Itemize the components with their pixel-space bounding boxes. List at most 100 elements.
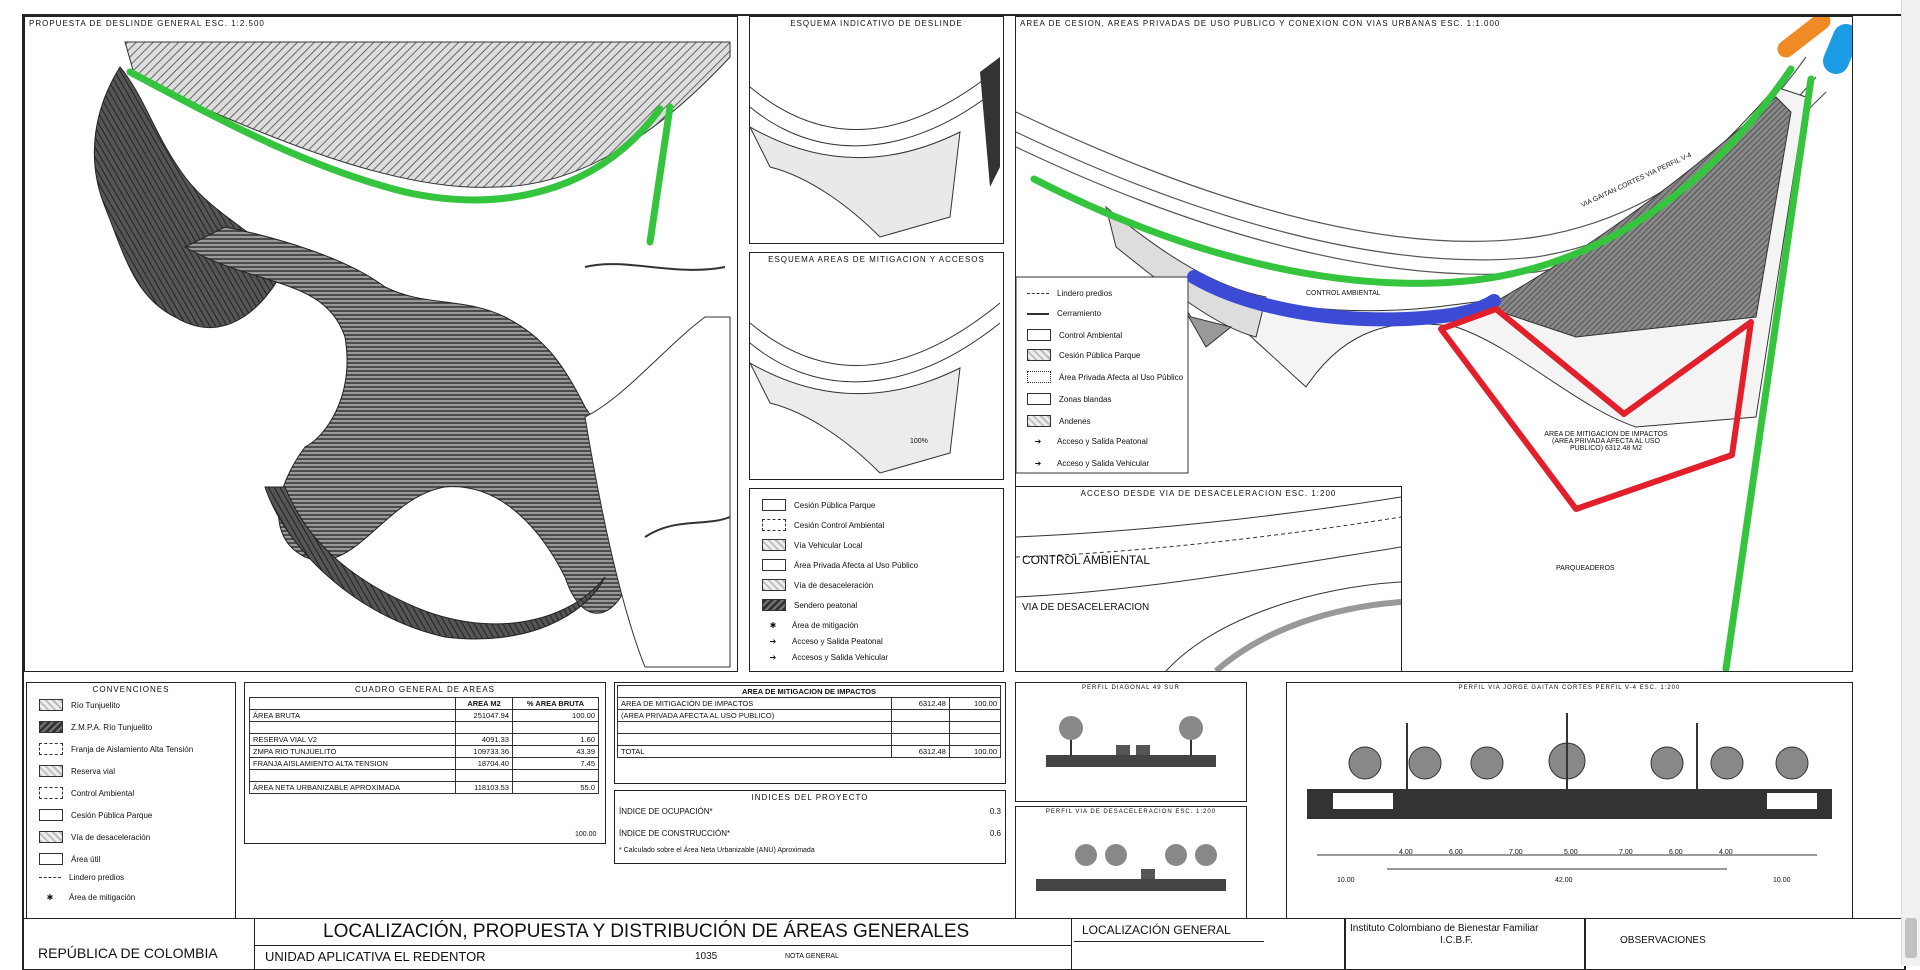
indice-construccion-value: 0.6: [989, 829, 1001, 838]
pct-label: 100%: [910, 438, 928, 445]
control-ambiental-label: CONTROL AMBIENTAL: [1306, 290, 1381, 297]
legend-item: Franja de Aislamiento Alta Tensión: [39, 743, 193, 755]
panel-title: PERFIL VIA JORGE GAITAN CORTES PERFIL V-…: [1458, 685, 1681, 691]
panel-title: INDICES DEL PROYECTO: [751, 793, 869, 802]
numero-label: 1035: [695, 951, 718, 962]
acceso-control-label: CONTROL AMBIENTAL: [1022, 553, 1151, 567]
vertical-scrollbar[interactable]: [1901, 0, 1920, 966]
legend-item: ➔Acceso y Salida Peatonal: [1027, 437, 1148, 446]
panel-legend-right: Lindero predios Cerramiento Control Ambi…: [1015, 284, 1187, 480]
arrow-icon: ➔: [769, 653, 777, 662]
legend-item: ✱Área de mitigación: [762, 621, 859, 630]
localizacion-label: LOCALIZACIÓN GENERAL: [1082, 923, 1231, 937]
orange-mark: [1777, 17, 1831, 58]
cuadro-total: 100.00: [575, 831, 597, 838]
general-map: [93, 41, 731, 668]
indice-ocupacion: ÍNDICE DE OCUPACIÓN*: [619, 807, 713, 816]
legend-item: Vía de desaceleración: [39, 831, 150, 843]
panel-perfil-diagonal: PERFIL DIAGONAL 49 SUR: [1015, 682, 1247, 802]
esquema-mitigacion-map: [750, 302, 1001, 474]
legend-item: ➔Accesos y Salida Vehicular: [762, 653, 888, 662]
legend-item: Z.M.P.A. Río Tunjuelito: [39, 721, 152, 733]
nota-label: NOTA GENERAL: [785, 953, 839, 960]
panel-indices: INDICES DEL PROYECTO ÍNDICE DE OCUPACIÓN…: [614, 790, 1006, 864]
title-block: REPÚBLICA DE COLOMBIA LOCALIZACIÓN, PROP…: [24, 918, 1904, 970]
panel-title: CONVENCIONES: [92, 685, 170, 694]
table-row: (AREA PRIVADA AFECTA AL USO PUBLICO): [617, 709, 1002, 722]
arrow-icon: ➔: [769, 637, 777, 646]
pais-label: REPÚBLICA DE COLOMBIA: [38, 945, 218, 961]
panel-legend-mid: Cesión Pública Parque Cesión Control Amb…: [749, 488, 1004, 672]
arrow-icon: ➔: [1034, 459, 1042, 468]
blue-mark: [1823, 24, 1852, 74]
panel-title: AREA DE CESION, AREAS PRIVADAS DE USO PU…: [1020, 19, 1501, 28]
legend-item: Área Privada Afecta al Uso Público: [1027, 371, 1183, 383]
arrow-icon: ➔: [1034, 437, 1042, 446]
panel-perfil-v4: PERFIL VIA JORGE GAITAN CORTES PERFIL V-…: [1286, 682, 1853, 924]
panel-convenciones: CONVENCIONES Río Tunjuelito Z.M.P.A. Río…: [26, 682, 236, 924]
blue-control-line: [1187, 270, 1501, 327]
panel-esquema-deslinde: ESQUEMA INDICATIVO DE DESLINDE: [749, 16, 1004, 244]
mitigacion-table: AREA DE MITIGACION DE IMPACTOS AREA DE M…: [617, 685, 1002, 758]
legend-item: Cesión Pública Parque: [39, 809, 152, 821]
perfil-desaceleracion-drawing: [1036, 844, 1226, 891]
panel-title: PROPUESTA DE DESLINDE GENERAL ESC. 1:2.5…: [29, 19, 265, 28]
panel-acceso: ACCESO DESDE VIA DE DESACELERACION ESC. …: [1015, 486, 1402, 672]
legend-item: ✱Área de mitigación: [39, 893, 136, 902]
panel-perfil-desaceleracion: PERFIL VIA DE DESACELERACION ESC. 1:200: [1015, 806, 1247, 924]
parqueaderos-label: PARQUEADEROS: [1556, 565, 1615, 572]
green-boundary-line: [1030, 65, 1795, 287]
dim-label: 42.00: [1555, 877, 1573, 884]
indice-construccion: ÍNDICE DE CONSTRUCCIÓN*: [619, 829, 731, 838]
acceso-via-label: VIA DE DESACELERACION: [1022, 602, 1150, 613]
title-cell: LOCALIZACIÓN, PROPUESTA Y DISTRIBUCIÓN D…: [254, 919, 1072, 969]
mitigacion-label: AREA DE MITIGACION DE IMPACTOS (AREA PRI…: [1544, 431, 1668, 452]
scrollbar-thumb[interactable]: [1905, 918, 1917, 958]
dim-label: 6.00: [1449, 849, 1463, 856]
legend-item: Cesión Pública Parque: [1027, 349, 1140, 361]
instituto-label: Instituto Colombiano de Bienestar Famili…: [1350, 923, 1539, 934]
dim-label: 10.00: [1773, 877, 1791, 884]
legend-item: Zonas blandas: [1027, 393, 1111, 405]
green-boundary-line: [126, 68, 664, 204]
panel-mitigacion-tabla: AREA DE MITIGACION DE IMPACTOS AREA DE M…: [614, 682, 1006, 784]
indice-ocupacion-value: 0.3: [989, 807, 1001, 816]
legend-item: ➔Acceso y Salida Vehicular: [1027, 459, 1149, 468]
unidad-label: UNIDAD APLICATIVA EL REDENTOR: [265, 949, 486, 964]
panel-esquema-mitigacion: ESQUEMA AREAS DE MITIGACION Y ACCESOS 10…: [749, 252, 1004, 480]
panel-propuesta-general: PROPUESTA DE DESLINDE GENERAL ESC. 1:2.5…: [24, 16, 738, 672]
red-mitigation-polygon: [1438, 306, 1754, 512]
star-icon: ✱: [46, 893, 54, 902]
esquema-deslinde-map: [750, 57, 1001, 238]
dim-label: 7.00: [1509, 849, 1523, 856]
legend-item: Sendero peatonal: [762, 599, 857, 611]
legend-item: Vía Vehicular Local: [762, 539, 863, 551]
indices-note: * Calculado sobre el Área Neta Urbanizab…: [619, 847, 815, 854]
legend-item: Cerramiento: [1027, 309, 1101, 318]
legend-item: Área útil: [39, 853, 100, 865]
dim-label: 10.00: [1337, 877, 1355, 884]
legend-item: Cesión Control Ambiental: [762, 519, 884, 531]
panel-title: ACCESO DESDE VIA DE DESACELERACION ESC. …: [1080, 489, 1337, 498]
panel-title: ESQUEMA INDICATIVO DE DESLINDE: [790, 19, 963, 28]
panel-title: ESQUEMA AREAS DE MITIGACION Y ACCESOS: [768, 255, 985, 264]
legend-item: Vía de desaceleración: [762, 579, 873, 591]
panel-title: PERFIL DIAGONAL 49 SUR: [1082, 685, 1180, 691]
legend-item: ➔Acceso y Salida Peatonal: [762, 637, 883, 646]
dim-label: 7.00: [1619, 849, 1633, 856]
panel-title: PERFIL VIA DE DESACELERACION ESC. 1:200: [1045, 809, 1217, 815]
dim-label: 6.00: [1669, 849, 1683, 856]
perfil-diagonal-drawing: [1046, 716, 1216, 767]
panel-cuadro-areas: CUADRO GENERAL DE AREAS AREA M2% AREA BR…: [244, 682, 606, 844]
legend-item: Andenes: [1027, 415, 1091, 427]
legend-item: Control Ambiental: [1027, 329, 1122, 341]
panel-title: CUADRO GENERAL DE AREAS: [354, 685, 496, 694]
legend-item: Control Ambiental: [39, 787, 134, 799]
